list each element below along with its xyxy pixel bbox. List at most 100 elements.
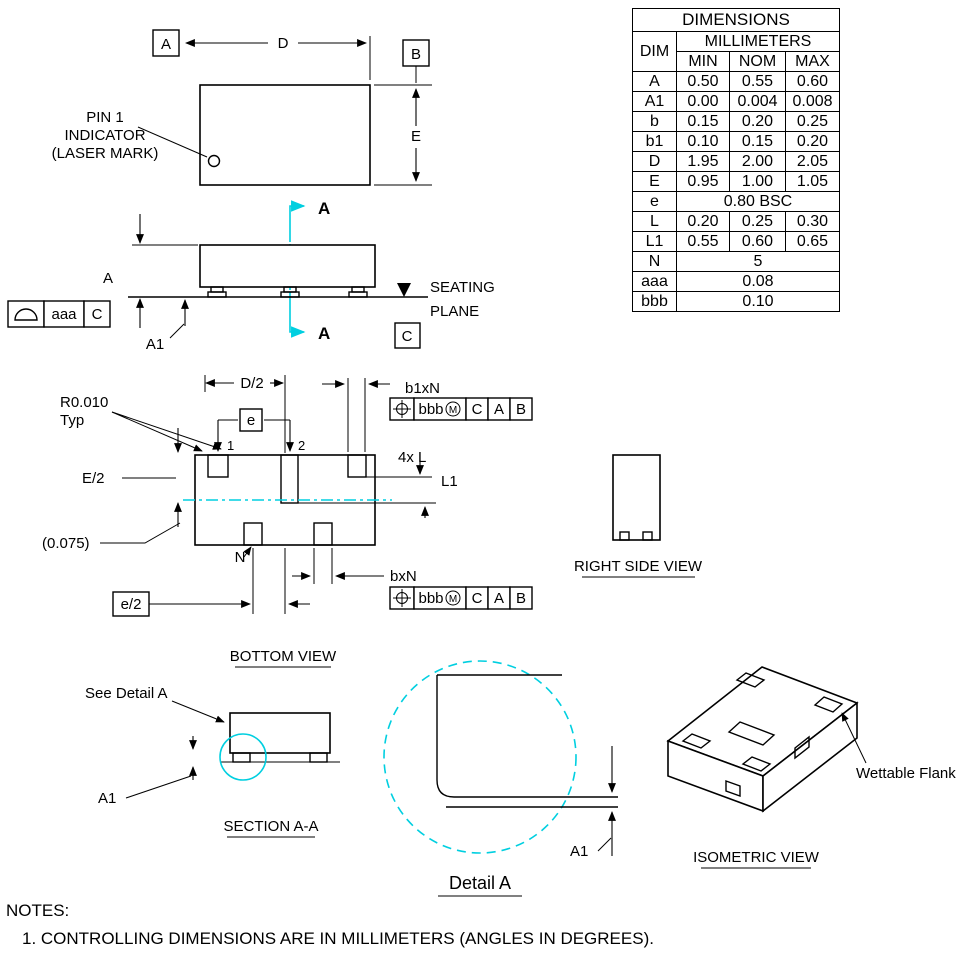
dim-n-label: N xyxy=(235,549,246,566)
svg-text:A: A xyxy=(494,590,504,607)
dim-d-label: D xyxy=(278,35,289,52)
svg-text:M: M xyxy=(449,405,457,416)
svg-text:C: C xyxy=(472,590,483,607)
iso-center-slot xyxy=(727,721,776,746)
table-title: DIMENSIONS xyxy=(632,8,840,32)
pad-5 xyxy=(313,522,333,546)
dim-header: DIM xyxy=(632,31,677,72)
max-header: MAX xyxy=(785,51,840,72)
svg-text:e/2: e/2 xyxy=(121,596,142,613)
fcf-c-label: C xyxy=(92,306,103,323)
iso-pad-right xyxy=(813,696,844,713)
pin1-indicator-mark xyxy=(207,154,221,168)
datum-b-label: B xyxy=(411,46,421,63)
package-top-outline xyxy=(199,84,371,186)
isometric-view-label: ISOMETRIC VIEW xyxy=(693,849,820,866)
svg-text:A: A xyxy=(494,401,504,418)
dim-d2-label: D/2 xyxy=(240,375,263,392)
dim-l1-label: L1 xyxy=(441,473,458,490)
dim-e2-label: E/2 xyxy=(82,470,105,487)
svg-text:e: e xyxy=(247,412,255,429)
pad-4 xyxy=(243,522,263,546)
mmc-symbol-icon xyxy=(445,401,461,417)
seating-label-1: SEATING xyxy=(430,279,495,296)
note-1: 1. CONTROLLING DIMENSIONS ARE IN MILLIME… xyxy=(22,929,654,948)
fcf-b: bbb M C A B xyxy=(389,586,533,610)
pad-3 xyxy=(347,454,367,478)
section-arrow-label-top: A xyxy=(318,199,330,218)
pad-2 xyxy=(280,454,299,504)
right-side-view: RIGHT SIDE VIEW xyxy=(574,454,703,578)
datum-a-label: A xyxy=(161,36,171,53)
pin1-label-1: PIN 1 xyxy=(86,109,124,126)
pin-number-1: 1 xyxy=(227,438,234,453)
section-aa-label: SECTION A-A xyxy=(223,818,318,835)
section-a1-label: A1 xyxy=(98,790,116,807)
section-lead-right xyxy=(309,752,328,763)
section-arrow-label-bottom: A xyxy=(318,324,330,343)
side-view: A A A A1 aaa C SEATING PLANE C xyxy=(7,199,495,353)
detail-a-label: Detail A xyxy=(449,873,511,893)
iso-right-face xyxy=(762,701,858,813)
pin1-label-2: INDICATOR xyxy=(64,127,145,144)
detail-a-boundary-circle xyxy=(383,660,577,854)
detail-a1-label: A1 xyxy=(570,843,588,860)
mmc-symbol-icon xyxy=(445,590,461,606)
iso-front-lead xyxy=(725,780,741,797)
dim-a1-label: A1 xyxy=(146,336,164,353)
detail-a-highlight-circle xyxy=(219,733,267,781)
pin-number-2: 2 xyxy=(298,438,305,453)
b1xn-label: b1xN xyxy=(405,380,440,397)
dim-075-label: (0.075) xyxy=(42,535,90,552)
svg-text:B: B xyxy=(516,590,526,607)
section-aa: See Detail A A1 SECTION A-A xyxy=(85,685,340,838)
fcf-bbb-label: bbb xyxy=(418,401,443,418)
pin1-label-3: (LASER MARK) xyxy=(52,145,159,162)
fcf-aaa-label: aaa xyxy=(51,306,77,323)
notes-title: NOTES: xyxy=(6,901,70,920)
dim-e-label: E xyxy=(411,128,421,145)
package-right-outline xyxy=(612,454,661,541)
radius-label: R0.010 xyxy=(60,394,108,411)
dimensions-table: DIMENSIONS DIM MILLIMETERS MIN NOM MAX A… xyxy=(632,8,840,312)
svg-text:C: C xyxy=(472,401,483,418)
seating-label-2: PLANE xyxy=(430,303,479,320)
svg-text:M: M xyxy=(449,594,457,605)
dim-a-label: A xyxy=(103,270,113,287)
seating-plane-pointer xyxy=(397,283,411,297)
dim-e-box xyxy=(239,408,263,432)
section-lead-left xyxy=(232,752,251,763)
iso-side-lead xyxy=(794,735,810,760)
units-header: MILLIMETERS xyxy=(676,31,840,52)
fcf-bbb-label: bbb xyxy=(418,590,443,607)
datum-c-label: C xyxy=(402,328,413,345)
isometric-view: Wettable Flank ISOMETRIC VIEW xyxy=(666,666,956,869)
top-view: A D PIN 1 INDICATOR (LASER MARK) B E xyxy=(52,29,432,186)
datum-a-box xyxy=(152,29,180,57)
pad-1 xyxy=(207,454,229,478)
datum-c-box xyxy=(394,322,421,349)
nom-header: NOM xyxy=(729,51,786,72)
seating-plane-symbol xyxy=(14,308,38,321)
dim-4xl-label: 4x L xyxy=(398,449,426,466)
right-side-view-label: RIGHT SIDE VIEW xyxy=(574,558,703,575)
seating-plane-fcf: aaa C xyxy=(7,300,111,328)
datum-b-box xyxy=(402,39,430,67)
section-cut-line-bottom xyxy=(289,292,306,338)
see-detail-a-label: See Detail A xyxy=(85,685,168,702)
iso-pad-bottom xyxy=(741,756,772,772)
radius-typ-label: Typ xyxy=(60,412,84,429)
bottom-view: D/2 b1xN bbb M C A B R0.010 Typ xyxy=(42,375,533,668)
section-body-outline xyxy=(229,712,331,754)
fcf-b1: bbb M C A B xyxy=(389,397,533,421)
